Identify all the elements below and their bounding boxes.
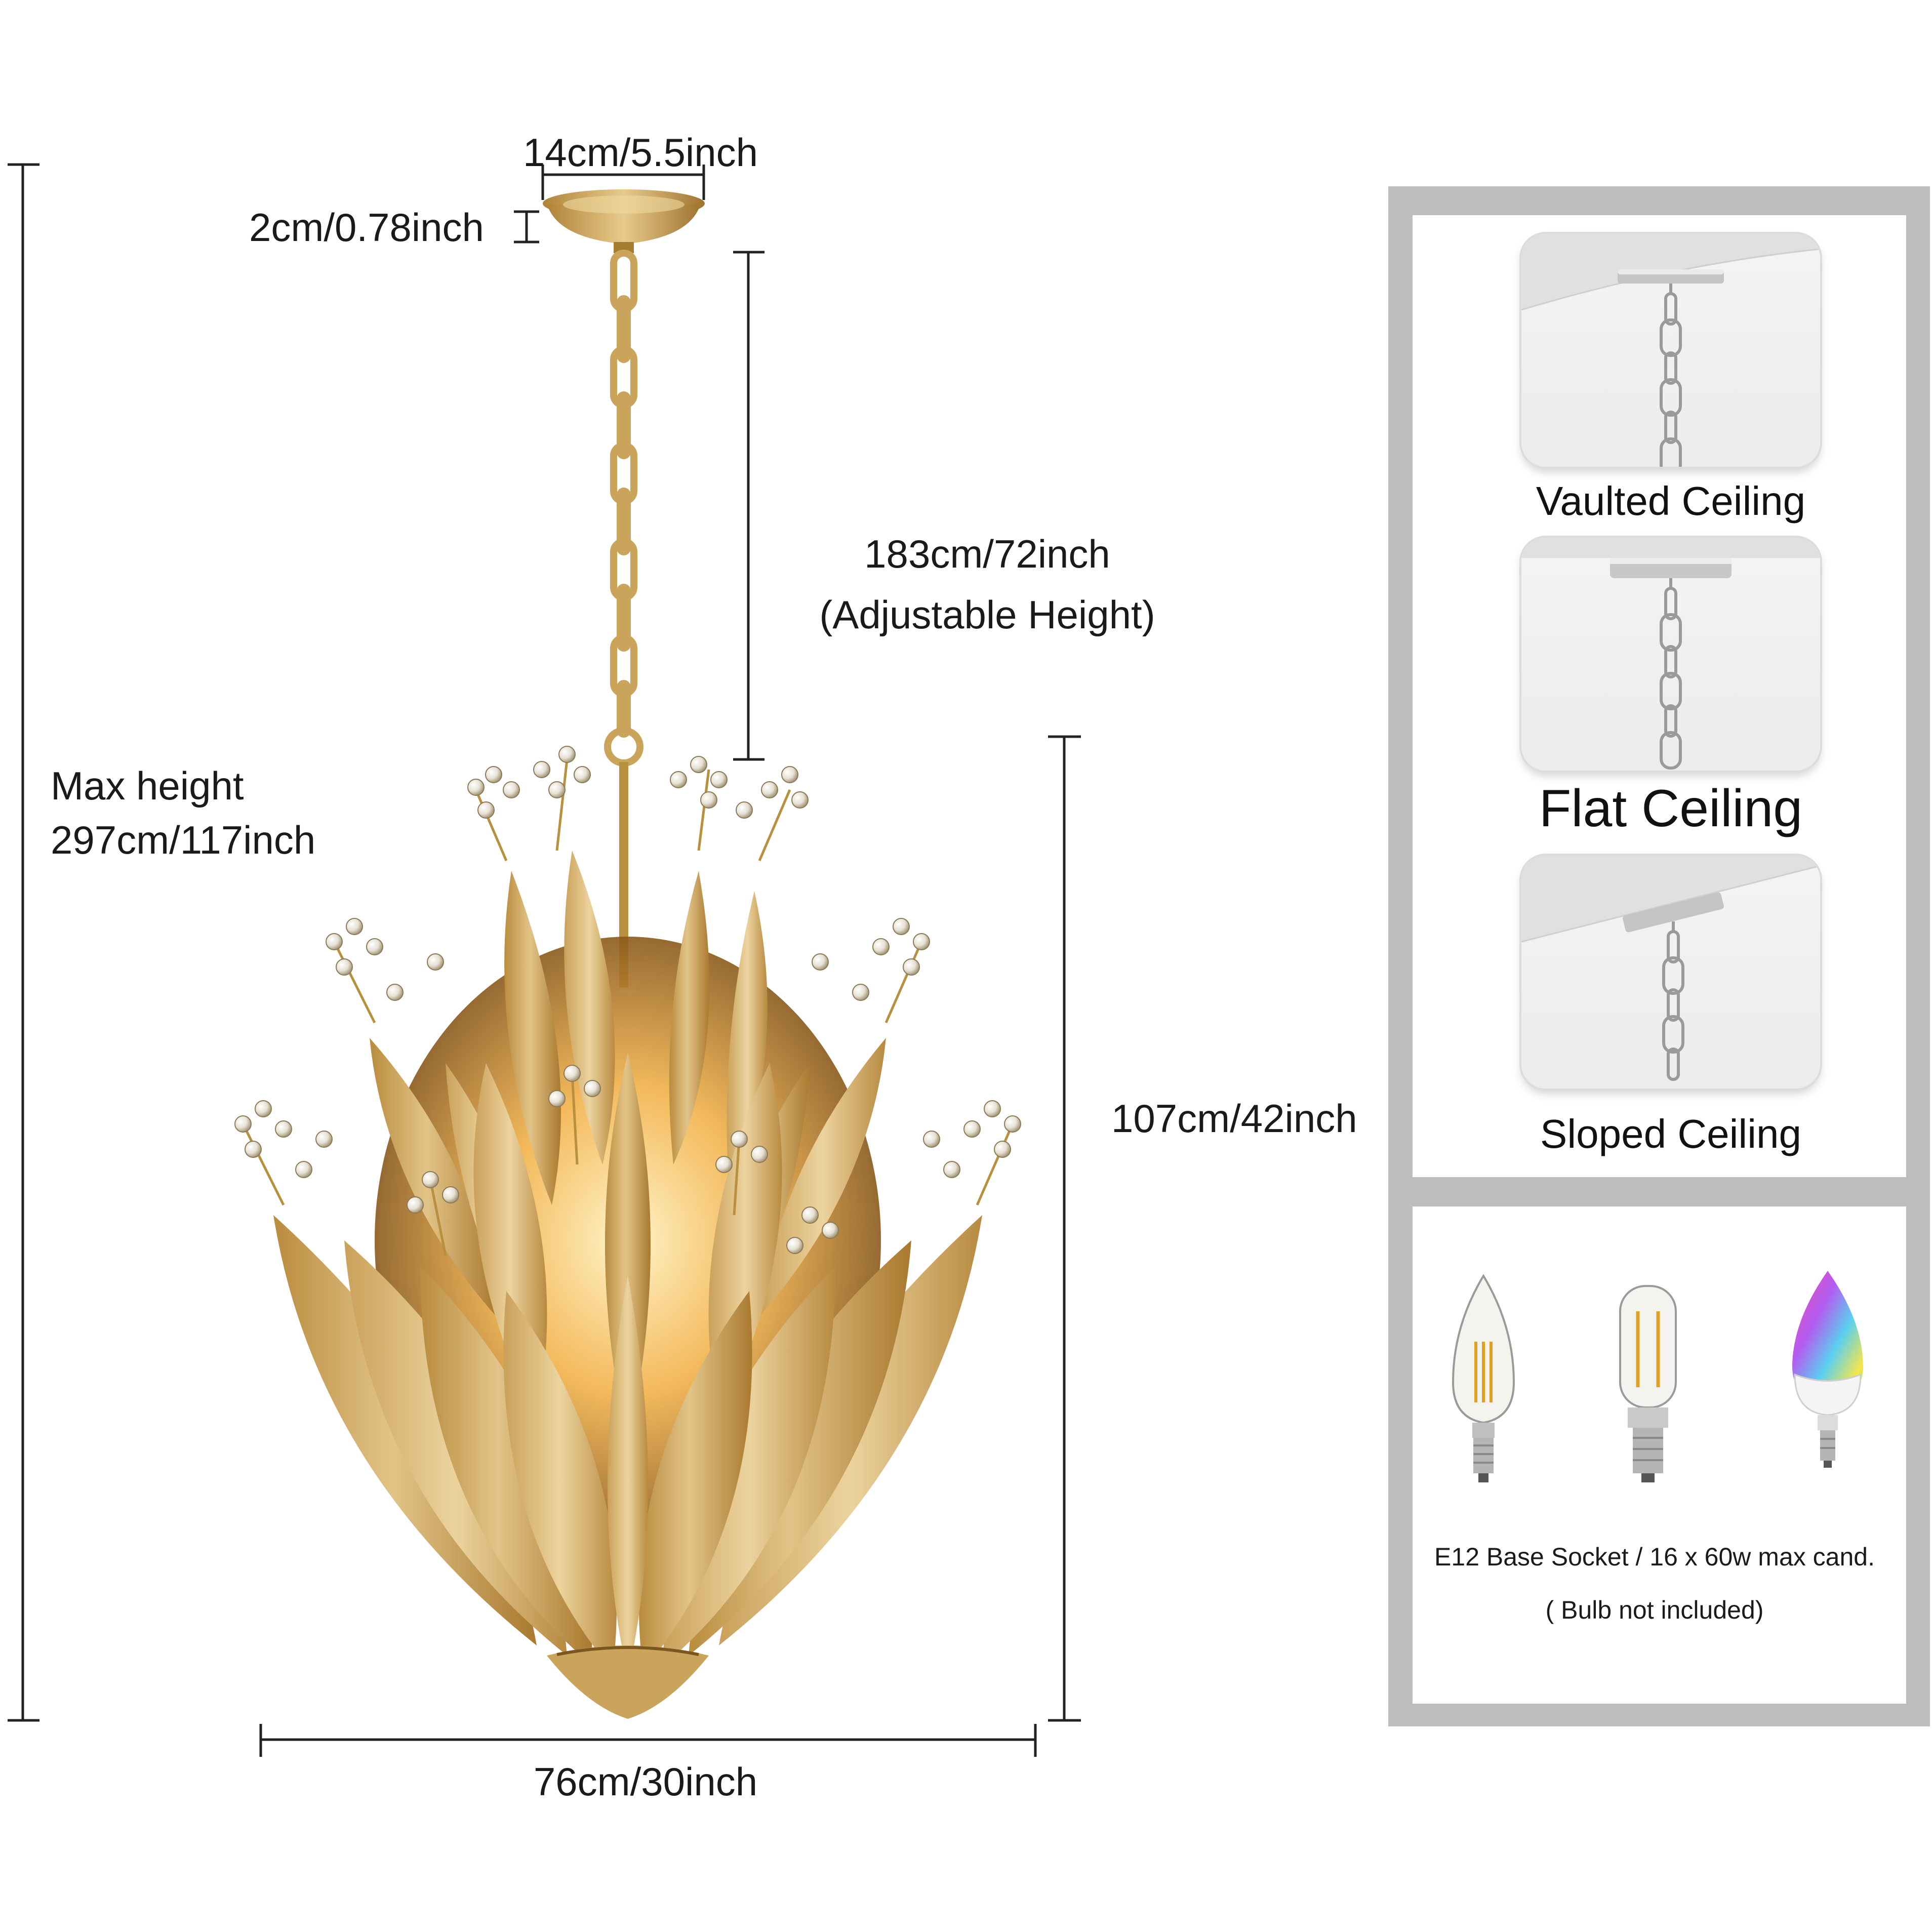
adjustable-height-note: (Adjustable Height): [819, 592, 1155, 637]
canopy-height-label: 2cm/0.78inch: [249, 205, 484, 250]
tubular-filament-bulb-icon: [1619, 1285, 1677, 1482]
rgb-smart-bulb-icon: [1792, 1271, 1863, 1468]
flat-ceiling-card: [1521, 538, 1820, 771]
crystal-bead-cluster: [234, 746, 1021, 1254]
canopy-width-dimension-line: [541, 165, 705, 200]
suspension-chain: [604, 250, 643, 767]
max-height-value: 297cm/117inch: [51, 818, 316, 862]
crystal-beads: [242, 759, 1014, 1256]
canopy-width-label: 14cm/5.5inch: [523, 130, 758, 175]
chain-length-label: 183cm/72inch: [864, 532, 1110, 576]
body-height-dimension-line: [1048, 735, 1081, 1722]
socket-info-text: E12 Base Socket / 16 x 60w max cand.: [1434, 1543, 1875, 1571]
body-height-label: 107cm/42inch: [1111, 1096, 1357, 1141]
chain-length-dimension-line: [733, 251, 764, 761]
body-width-label: 76cm/30inch: [533, 1759, 758, 1804]
candle-filament-bulb-icon: [1452, 1274, 1515, 1482]
chandelier-body: [234, 746, 1021, 1719]
sloped-ceiling-icon: [1521, 856, 1820, 1081]
vaulted-ceiling-icon: [1521, 234, 1820, 467]
sloped-ceiling-card: [1521, 856, 1820, 1089]
ceiling-canopy: [543, 189, 705, 253]
vaulted-ceiling-card: [1521, 234, 1820, 467]
vaulted-ceiling-label: Vaulted Ceiling: [1536, 478, 1806, 524]
body-width-dimension-line: [259, 1724, 1037, 1757]
sloped-ceiling-label: Sloped Ceiling: [1540, 1111, 1801, 1156]
bulb-icons: [1452, 1271, 1863, 1482]
flat-ceiling-label: Flat Ceiling: [1539, 779, 1803, 838]
bulb-not-included-text: ( Bulb not included): [1545, 1596, 1764, 1624]
max-height-dimension-line: [8, 163, 39, 1722]
flat-ceiling-icon: [1521, 538, 1820, 770]
canopy-height-dimension-line: [514, 210, 539, 244]
max-height-label: Max height: [51, 763, 244, 808]
